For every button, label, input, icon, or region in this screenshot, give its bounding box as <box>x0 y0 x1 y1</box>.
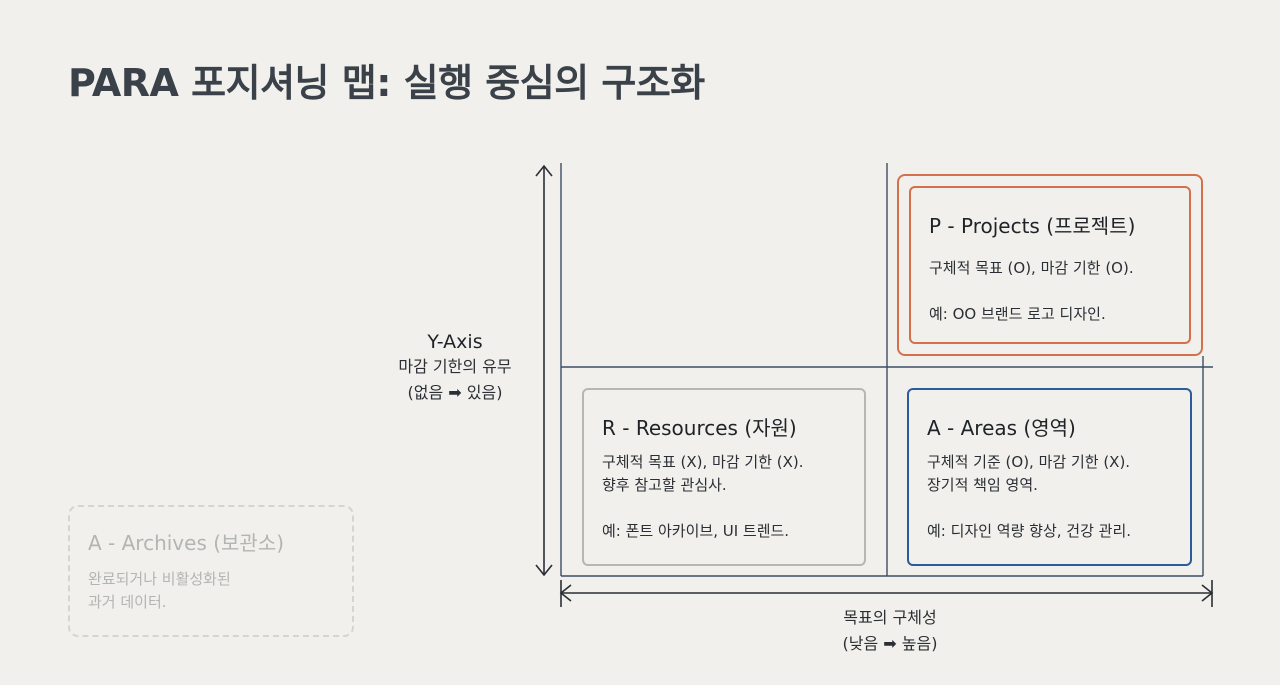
projects-card: P - Projects (프로젝트) 구체적 목표 (O), 마감 기한 (O… <box>909 186 1191 344</box>
quadrant-lines <box>560 163 1213 577</box>
resources-quadrant: R - Resources (자원) 구체적 목표 (X), 마감 기한 (X)… <box>582 388 866 566</box>
areas-title: A - Areas (영역) <box>927 416 1076 440</box>
x-axis-title: 목표의 구체성 <box>843 608 937 627</box>
y-axis-title: Y-Axis <box>427 331 483 353</box>
resources-example: 예: 폰트 아카이브, UI 트렌드. <box>602 522 790 540</box>
x-axis-direction: (낮음 ➡ 높음) <box>842 634 938 653</box>
areas-quadrant: A - Areas (영역) 구체적 기준 (O), 마감 기한 (X). 장기… <box>907 388 1192 566</box>
y-axis-subtitle: 마감 기한의 유무 <box>398 357 512 376</box>
y-axis-arrow <box>535 164 553 577</box>
y-axis-direction: (없음 ➡ 있음) <box>407 383 503 402</box>
archives-note: 과거 데이터. <box>88 593 167 611</box>
y-axis-label: Y-Axis 마감 기한의 유무 (없음 ➡ 있음) <box>380 330 530 406</box>
projects-quadrant: P - Projects (프로젝트) 구체적 목표 (O), 마감 기한 (O… <box>897 174 1203 356</box>
projects-description: 구체적 목표 (O), 마감 기한 (O). <box>929 259 1134 277</box>
page-title: PARA 포지셔닝 맵: 실행 중심의 구조화 <box>68 61 705 105</box>
areas-note: 장기적 책임 영역. <box>927 476 1038 494</box>
areas-description: 구체적 기준 (O), 마감 기한 (X). <box>927 453 1131 471</box>
x-axis-arrow <box>559 580 1214 607</box>
archives-title: A - Archives (보관소) <box>88 531 285 555</box>
resources-description: 구체적 목표 (X), 마감 기한 (X). <box>602 453 804 471</box>
projects-title: P - Projects (프로젝트) <box>929 214 1136 238</box>
areas-example: 예: 디자인 역량 향상, 건강 관리. <box>927 522 1132 540</box>
resources-note: 향후 참고할 관심사. <box>602 476 727 494</box>
projects-example: 예: OO 브랜드 로고 디자인. <box>929 305 1106 323</box>
archives-box: A - Archives (보관소) 완료되거나 비활성화된 과거 데이터. <box>68 505 354 637</box>
archives-description: 완료되거나 비활성화된 <box>88 570 231 588</box>
resources-title: R - Resources (자원) <box>602 416 797 440</box>
x-axis-label: 목표의 구체성 (낮음 ➡ 높음) <box>770 605 1010 657</box>
